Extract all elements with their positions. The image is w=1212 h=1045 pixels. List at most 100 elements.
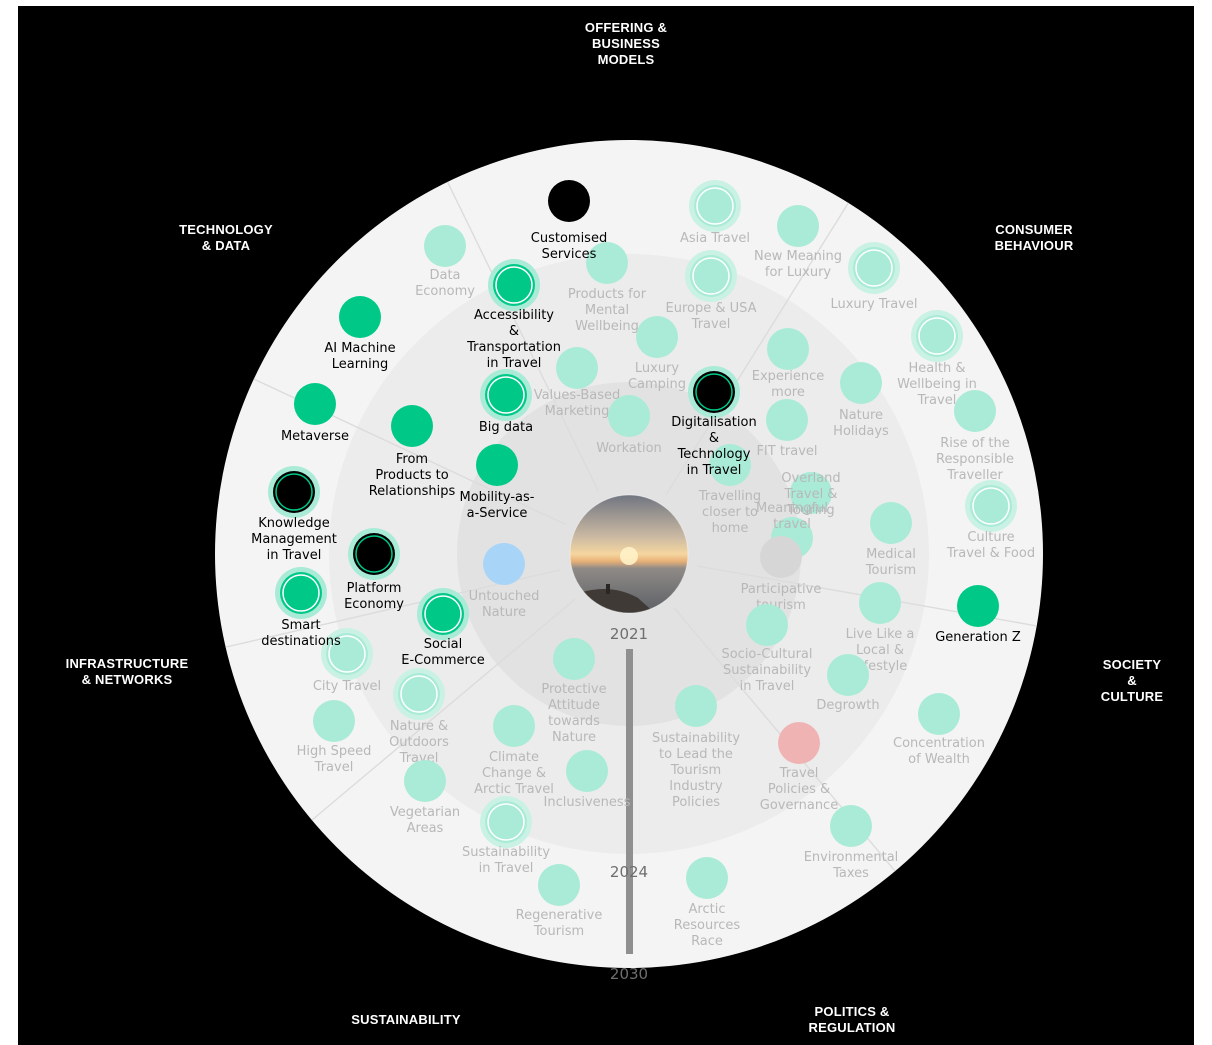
trend-dot — [586, 242, 628, 284]
trend-dot — [777, 205, 819, 247]
trend-dot — [404, 760, 446, 802]
trend-dot — [566, 750, 608, 792]
trend-dot — [918, 693, 960, 735]
trend-mobility-as-a-service[interactable]: Mobility-as-a-Service — [460, 444, 535, 521]
trend-dot — [767, 328, 809, 370]
trend-inclusiveness[interactable]: Inclusiveness — [544, 750, 631, 810]
trend-dot — [424, 225, 466, 267]
trend-big-data[interactable]: Big data — [479, 369, 533, 435]
trend-dot — [538, 864, 580, 906]
category-technology: TECHNOLOGY & DATA — [179, 222, 273, 253]
sector-divider — [665, 202, 849, 496]
trend-label: City Travel — [313, 679, 381, 694]
trend-dot-ring — [424, 595, 462, 633]
trend-dot — [636, 316, 678, 358]
trend-city-travel[interactable]: City Travel — [313, 628, 381, 694]
trend-dot — [746, 604, 788, 646]
trend-dot — [280, 572, 322, 614]
trend-dot-ring — [695, 373, 733, 411]
category-consumer: CONSUMER BEHAVIOUR — [994, 222, 1074, 253]
trend-dot — [422, 593, 464, 635]
trend-dot — [313, 700, 355, 742]
trend-metaverse[interactable]: Metaverse — [281, 383, 349, 444]
trend-dot — [686, 857, 728, 899]
trend-label: FIT travel — [756, 444, 817, 459]
trend-dot — [957, 585, 999, 627]
trend-label: Inclusiveness — [544, 795, 631, 810]
trend-label: Metaverse — [281, 429, 349, 444]
trend-degrowth[interactable]: Degrowth — [816, 654, 880, 713]
category-sustainability: SUSTAINABILITY — [351, 1012, 461, 1027]
trend-dot — [476, 444, 518, 486]
trend-generation-z[interactable]: Generation Z — [935, 585, 1021, 645]
trend-dot-ring — [972, 487, 1010, 525]
trend-asia-travel[interactable]: Asia Travel — [680, 180, 750, 246]
trend-workation[interactable]: Workation — [596, 395, 662, 456]
category-offering: OFFERING & BUSINESS MODELS — [584, 20, 668, 67]
trend-dot — [694, 185, 736, 227]
trend-luxury-travel[interactable]: Luxury Travel — [830, 242, 918, 312]
trend-label: Big data — [479, 420, 533, 435]
trend-dot — [485, 374, 527, 416]
trend-dot — [493, 264, 535, 306]
trend-fit-travel[interactable]: FIT travel — [756, 399, 818, 459]
trend-dot — [853, 247, 895, 289]
trend-label: Workation — [596, 441, 662, 456]
trend-dot — [339, 296, 381, 338]
trend-dot — [870, 502, 912, 544]
